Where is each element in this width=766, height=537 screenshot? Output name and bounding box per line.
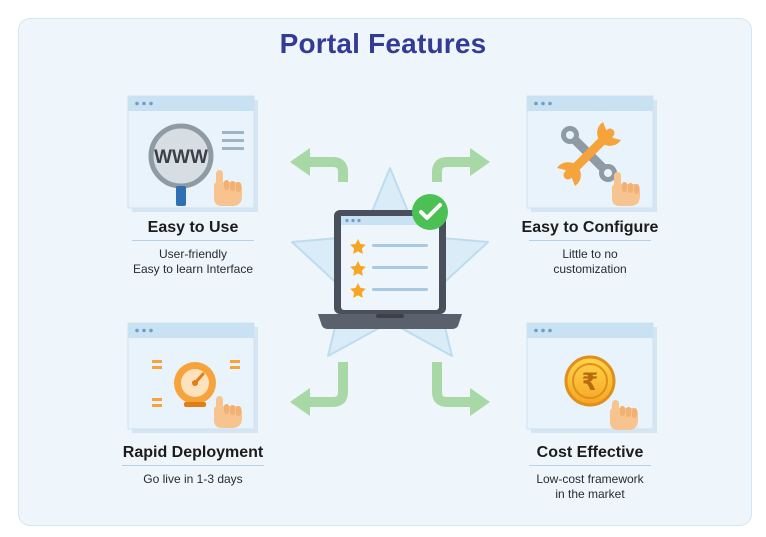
central-laptop-illustration [291,167,489,357]
wrench-icon [557,122,621,186]
title-underline [529,465,651,466]
speedometer-icon [174,362,216,407]
easy-to-use-card: WWW [127,95,258,212]
feature-title: Easy to Use [147,219,239,236]
feature-description-line: Easy to learn Interface [132,262,254,276]
arrow-to-cost-effective [432,362,490,416]
easy-to-configure-card [526,95,657,212]
www-search-icon: WWW [148,123,214,206]
laptop-base [318,314,462,329]
rapid-deployment-card [127,322,258,433]
feature-description-line: in the market [555,487,625,501]
www-label: WWW [154,147,208,168]
feature-easy-to-use: Easy to Use User-friendly Easy to learn … [123,219,263,277]
feature-description-line: customization [553,262,627,276]
feature-description-line: Low-cost framework [536,472,644,486]
title-underline [529,240,651,241]
feature-description-line: Go live in 1-3 days [143,472,243,486]
feature-easy-to-configure: Easy to Configure Little to no customiza… [515,219,665,277]
feature-description-line: Little to no [562,247,618,261]
feature-rapid-deployment: Rapid Deployment Go live in 1-3 days [114,444,272,487]
arrow-to-rapid-deployment [290,362,348,416]
feature-title: Cost Effective [536,444,644,461]
checkmark-icon [412,194,448,230]
arrow-to-easy-to-use [290,148,348,182]
rupee-coin-icon: ₹ [564,355,616,407]
hand-pointer-icon [612,172,640,206]
hand-pointer-icon [214,170,242,206]
hand-pointer-icon [214,396,242,428]
star-icon [350,283,366,298]
feature-title: Easy to Configure [521,219,659,236]
feature-cost-effective: Cost Effective Low-cost framework in the… [515,444,665,502]
title-underline [132,240,254,241]
star-icon [350,261,366,276]
rupee-symbol: ₹ [582,368,599,396]
feature-description-line: User-friendly [158,247,227,261]
star-icon [350,239,366,254]
feature-title: Rapid Deployment [122,444,264,461]
arrow-to-easy-to-configure [432,148,490,182]
cost-effective-card: ₹ [526,322,657,433]
title-underline [122,465,264,466]
hand-pointer-icon [610,400,638,430]
page-title: Portal Features [279,28,487,59]
checklist-window [341,216,439,225]
